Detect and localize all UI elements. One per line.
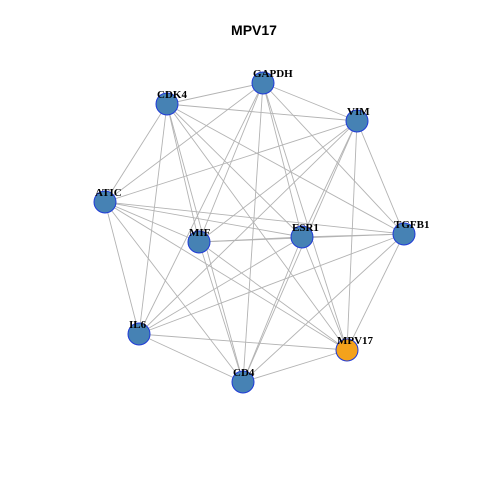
- node-vim[interactable]: VIM: [345, 106, 370, 133]
- edge-atic-il6: [104, 201, 140, 335]
- node-mpv17[interactable]: MPV17: [335, 335, 374, 362]
- edge-gapdh-atic: [104, 82, 264, 203]
- node-circle-mpv17[interactable]: [335, 338, 359, 362]
- edge-atic-cd4: [104, 201, 244, 383]
- edge-gapdh-vim: [262, 82, 358, 122]
- node-tgfb1[interactable]: TGFB1: [392, 219, 429, 246]
- node-label-vim: VIM: [347, 106, 370, 118]
- edge-tgfb1-il6: [138, 233, 405, 335]
- edge-vim-atic: [104, 120, 358, 203]
- edge-mif-cd4: [198, 241, 244, 383]
- edge-gapdh-mif: [198, 82, 264, 243]
- node-label-cdk4: CDK4: [157, 89, 187, 101]
- edge-cd4-mpv17: [242, 349, 348, 383]
- edge-mif-mpv17: [198, 241, 348, 351]
- node-label-atic: ATIC: [95, 187, 122, 199]
- node-label-gapdh: GAPDH: [253, 68, 293, 80]
- edge-gapdh-esr1: [262, 82, 303, 238]
- edge-tgfb1-mpv17: [346, 233, 405, 351]
- edge-cdk4-tgfb1: [166, 103, 405, 235]
- node-circle-mif[interactable]: [187, 230, 211, 254]
- edge-esr1-mpv17: [301, 236, 348, 351]
- edge-vim-tgfb1: [356, 120, 405, 235]
- edge-gapdh-il6: [138, 82, 264, 335]
- edge-il6-cd4: [138, 333, 244, 383]
- edge-esr1-tgfb1: [301, 233, 405, 238]
- node-mif[interactable]: MIF: [187, 227, 211, 254]
- node-cdk4[interactable]: CDK4: [155, 89, 187, 116]
- node-circle-gapdh[interactable]: [251, 71, 275, 95]
- edge-gapdh-tgfb1: [262, 82, 405, 235]
- node-label-tgfb1: TGFB1: [394, 219, 429, 231]
- edge-gapdh-mpv17: [262, 82, 348, 351]
- node-label-cd4: CD4: [233, 367, 255, 379]
- edge-vim-esr1: [301, 120, 358, 238]
- edge-atic-tgfb1: [104, 201, 405, 235]
- edges-layer: [104, 82, 405, 383]
- edge-atic-mif: [104, 201, 200, 243]
- node-label-mpv17: MPV17: [337, 335, 374, 347]
- edge-esr1-cd4: [242, 236, 303, 383]
- edge-cdk4-il6: [138, 103, 168, 335]
- edge-cdk4-vim: [166, 103, 358, 122]
- node-circle-cd4[interactable]: [231, 370, 255, 394]
- node-atic[interactable]: ATIC: [93, 187, 122, 214]
- node-circle-tgfb1[interactable]: [392, 222, 416, 246]
- edge-atic-mpv17: [104, 201, 348, 351]
- edge-il6-mpv17: [138, 333, 348, 351]
- node-circle-vim[interactable]: [345, 109, 369, 133]
- node-circle-esr1[interactable]: [290, 225, 314, 249]
- node-circle-il6[interactable]: [127, 322, 151, 346]
- edge-cdk4-mif: [166, 103, 200, 243]
- edge-vim-mif: [198, 120, 358, 243]
- edge-cdk4-atic: [104, 103, 168, 203]
- node-il6[interactable]: IL6: [127, 319, 151, 346]
- node-label-esr1: ESR1: [292, 222, 319, 234]
- node-circle-atic[interactable]: [93, 190, 117, 214]
- node-label-mif: MIF: [189, 227, 211, 239]
- edge-atic-esr1: [104, 201, 303, 238]
- edge-tgfb1-cd4: [242, 233, 405, 383]
- edge-cdk4-mpv17: [166, 103, 348, 351]
- graph-title: MPV17: [231, 22, 277, 38]
- node-gapdh[interactable]: GAPDH: [251, 68, 293, 95]
- edge-cdk4-esr1: [166, 103, 303, 238]
- edge-vim-cd4: [242, 120, 358, 383]
- edge-gapdh-cd4: [242, 82, 264, 383]
- node-circle-cdk4[interactable]: [155, 92, 179, 116]
- edge-gapdh-cdk4: [166, 82, 264, 105]
- node-label-il6: IL6: [129, 319, 147, 331]
- node-cd4[interactable]: CD4: [231, 367, 255, 394]
- edge-esr1-il6: [138, 236, 303, 335]
- node-esr1[interactable]: ESR1: [290, 222, 319, 249]
